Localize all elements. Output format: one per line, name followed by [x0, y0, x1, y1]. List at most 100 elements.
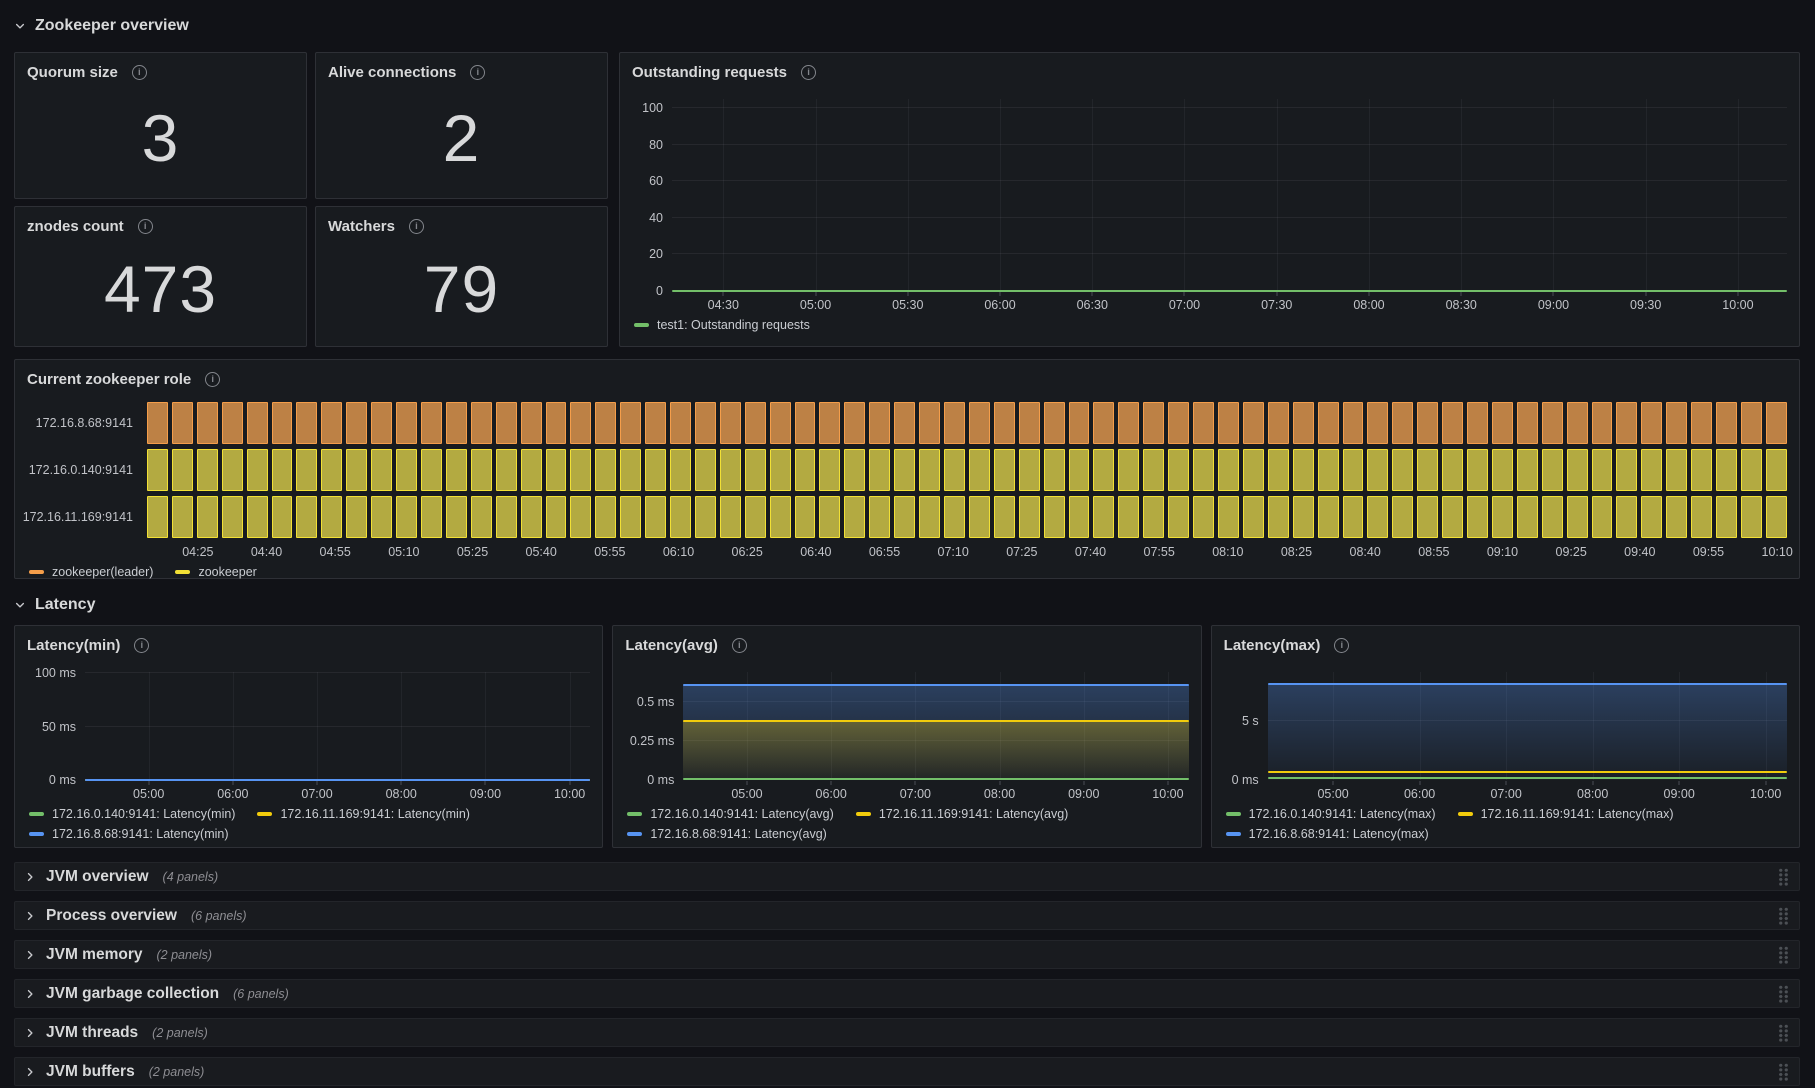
series-line — [1267, 776, 1787, 779]
panel-title[interactable]: Latency(max) — [1223, 637, 1321, 654]
legend-label: 172.16.0.140:9141: Latency(max) — [1248, 807, 1436, 821]
drag-handle-icon[interactable] — [1778, 1062, 1789, 1081]
state-segment — [993, 449, 1015, 491]
x-tick-label: 07:00 — [1490, 787, 1522, 801]
plot-area[interactable] — [1267, 672, 1787, 780]
plot-area[interactable] — [672, 99, 1787, 292]
legend-item[interactable]: 172.16.11.169:9141: Latency(min) — [257, 807, 470, 821]
state-segment — [1417, 402, 1439, 444]
gridline — [672, 216, 1787, 218]
legend-item[interactable]: 172.16.8.68:9141: Latency(max) — [1225, 827, 1429, 841]
state-segment — [869, 402, 891, 444]
x-tick-label: 05:00 — [133, 787, 165, 801]
info-icon[interactable] — [408, 219, 424, 234]
panel-title[interactable]: Outstanding requests — [632, 64, 788, 81]
row-process-overview[interactable]: Process overview (6 panels) — [14, 901, 1800, 930]
legend-item[interactable]: 172.16.11.169:9141: Latency(avg) — [855, 807, 1068, 821]
state-segment — [794, 402, 816, 444]
info-icon[interactable] — [801, 65, 817, 80]
state-segment — [396, 449, 417, 491]
gridline — [1679, 672, 1681, 780]
info-icon[interactable] — [731, 638, 747, 653]
panel-outstanding-requests: Outstanding requests 02040608010004:3005… — [619, 52, 1800, 347]
legend-item[interactable]: test1: Outstanding requests — [634, 318, 810, 332]
plot-area[interactable] — [85, 672, 591, 781]
drag-handle-icon[interactable] — [1778, 1023, 1789, 1042]
state-segment — [1741, 449, 1762, 491]
info-icon[interactable] — [205, 372, 221, 387]
row-jvm-threads[interactable]: JVM threads (2 panels) — [14, 1018, 1800, 1047]
drag-handle-icon[interactable] — [1778, 906, 1789, 925]
state-segment — [744, 496, 766, 538]
state-segment — [1666, 402, 1688, 444]
panel-title[interactable]: Watchers — [328, 218, 395, 235]
info-icon[interactable] — [1334, 638, 1350, 653]
state-segment — [221, 449, 243, 491]
row-jvm-buffers[interactable]: JVM buffers (2 panels) — [14, 1057, 1800, 1086]
info-icon[interactable] — [470, 65, 486, 80]
legend-swatch — [1225, 812, 1241, 816]
x-tick-label: 05:00 — [731, 787, 763, 801]
legend-item[interactable]: 172.16.0.140:9141: Latency(min) — [29, 807, 235, 821]
drag-handle-icon[interactable] — [1778, 984, 1789, 1003]
state-segment — [1292, 496, 1314, 538]
state-segment — [1068, 402, 1090, 444]
state-segment — [645, 402, 667, 444]
gridline — [1000, 99, 1001, 291]
legend-item[interactable]: 172.16.11.169:9141: Latency(max) — [1457, 807, 1674, 821]
state-segment — [1068, 496, 1090, 538]
tick-mark — [914, 781, 916, 785]
info-icon[interactable] — [131, 65, 147, 80]
panel-title[interactable]: znodes count — [27, 218, 124, 235]
drag-handle-icon[interactable] — [1778, 867, 1789, 886]
panel-title[interactable]: Current zookeeper role — [27, 371, 192, 388]
series-line — [1267, 770, 1787, 773]
state-segment — [1491, 402, 1513, 444]
row-jvm-garbage-collection[interactable]: JVM garbage collection (6 panels) — [14, 979, 1800, 1008]
info-icon[interactable] — [137, 219, 153, 234]
gridline — [831, 672, 833, 780]
row-jvm-memory[interactable]: JVM memory (2 panels) — [14, 940, 1800, 969]
state-segment — [1467, 496, 1488, 538]
row-header-latency[interactable]: Latency — [14, 589, 1800, 621]
panel-title[interactable]: Alive connections — [328, 64, 457, 81]
panel-title[interactable]: Latency(avg) — [625, 637, 718, 654]
tick-mark — [999, 781, 1001, 785]
state-segment — [670, 402, 691, 444]
legend-item[interactable]: zookeeper(leader) — [29, 565, 153, 579]
plot-area[interactable] — [683, 672, 1189, 781]
x-tick-label: 08:40 — [1349, 545, 1381, 559]
state-segment — [1217, 402, 1239, 444]
gridline — [672, 143, 1787, 145]
x-tick-label: 09:30 — [1630, 298, 1662, 312]
legend-item[interactable]: 172.16.0.140:9141: Latency(avg) — [627, 807, 834, 821]
panel-title[interactable]: Latency(min) — [27, 637, 121, 654]
gridline — [1553, 99, 1555, 291]
x-tick-label: 07:55 — [1143, 545, 1175, 559]
panel-title[interactable]: Quorum size — [27, 64, 118, 81]
legend-item[interactable]: 172.16.8.68:9141: Latency(min) — [29, 827, 229, 841]
state-segment — [794, 449, 816, 491]
row-jvm-overview[interactable]: JVM overview (4 panels) — [14, 862, 1800, 891]
x-tick-label: 06:00 — [217, 787, 249, 801]
row-header-zookeeper-overview[interactable]: Zookeeper overview — [14, 8, 1800, 44]
state-segment — [346, 402, 368, 444]
legend-item[interactable]: zookeeper — [175, 565, 257, 579]
drag-handle-icon[interactable] — [1778, 945, 1789, 964]
x-tick-label: 09:10 — [1486, 545, 1519, 559]
state-segment — [371, 449, 393, 491]
legend-item[interactable]: 172.16.0.140:9141: Latency(max) — [1225, 807, 1436, 821]
info-icon[interactable] — [134, 638, 150, 653]
state-segment — [595, 449, 617, 491]
state-segment — [1242, 496, 1264, 538]
tick-mark — [1645, 292, 1647, 296]
legend-item[interactable]: 172.16.8.68:9141: Latency(avg) — [627, 827, 827, 841]
x-tick-label: 10:00 — [553, 787, 586, 801]
tick-mark — [1167, 781, 1169, 785]
y-tick-label: 20 — [649, 247, 663, 262]
state-segment — [1591, 449, 1613, 491]
gridline — [907, 99, 909, 291]
